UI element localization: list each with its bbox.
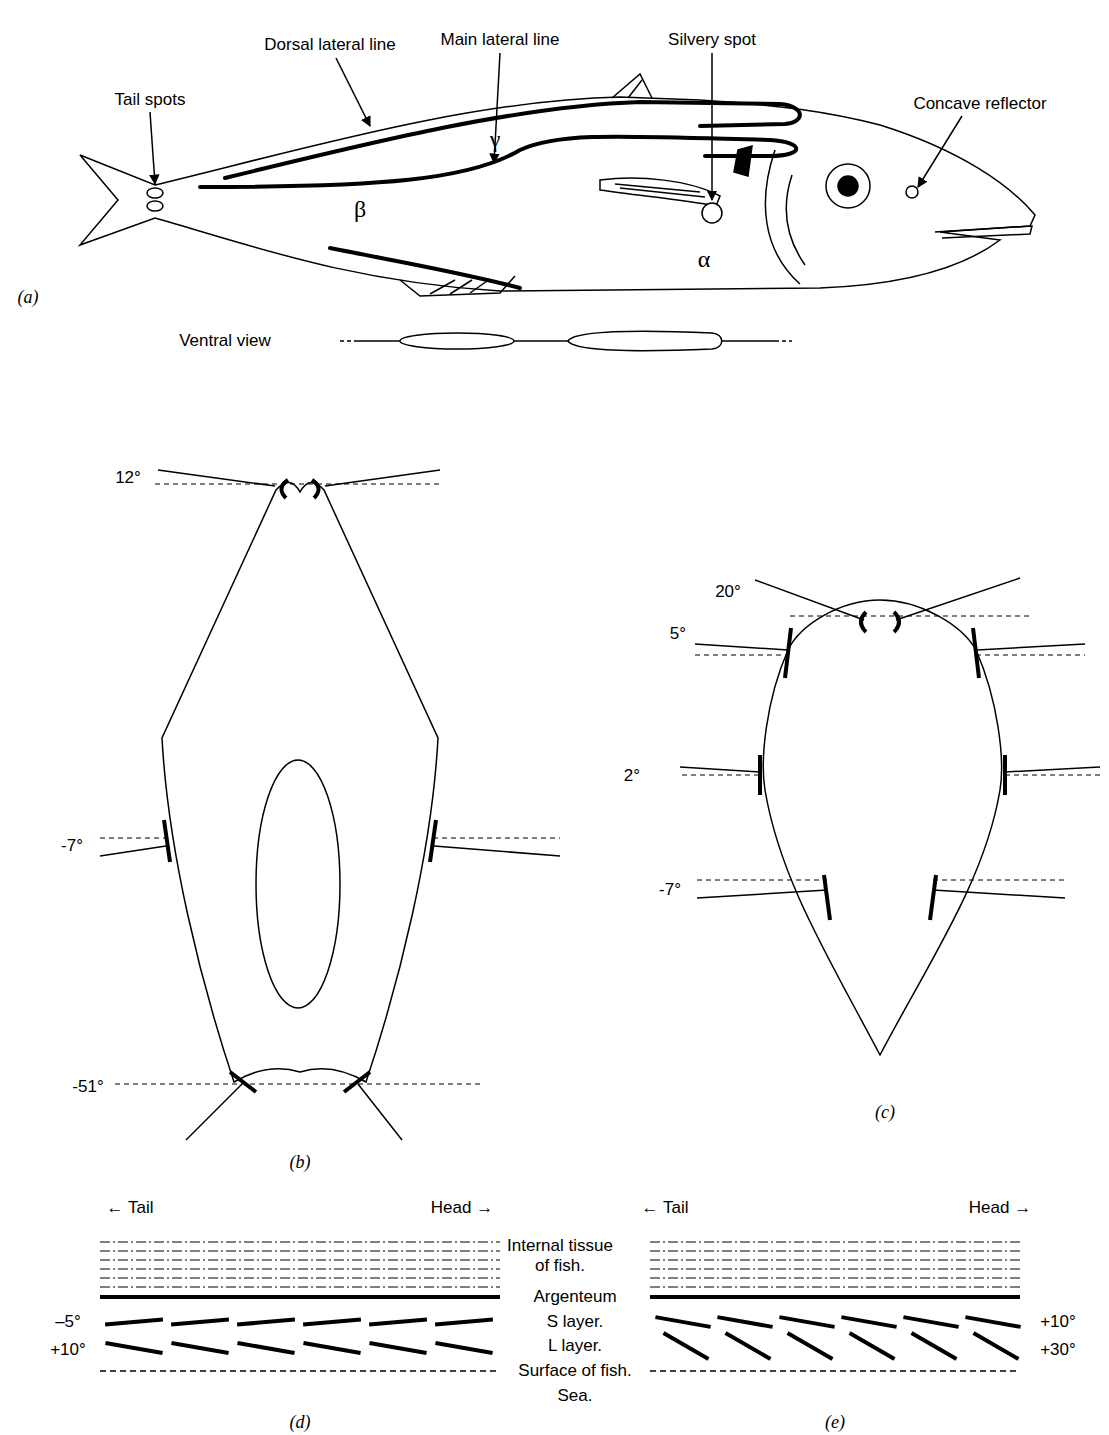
platelet [171,1343,228,1353]
angle-label: +10° [1040,1312,1076,1332]
platelet [655,1317,710,1327]
platelet [369,1319,427,1324]
cross-section-c [680,578,1100,1055]
view-label: Ventral view [179,331,271,351]
layer-label: Sea. [558,1386,593,1406]
platelet [849,1333,894,1359]
panel-label: (d) [290,1412,311,1433]
direction-label: ← Tail [642,1198,689,1218]
tissue-line [650,1269,1020,1270]
platelet [105,1343,162,1353]
direction-label: ← Tail [107,1198,154,1218]
tissue-line [650,1278,1020,1279]
layer-label: Argenteum [533,1287,616,1307]
tissue-line [100,1269,500,1270]
ventral-view [340,331,792,350]
angle-label: 20° [715,582,741,602]
angle-label: -7° [659,880,681,900]
layer-label: Internal tissue of fish. [501,1236,619,1275]
part-label: Silvery spot [668,30,756,50]
tissue-line [100,1242,500,1243]
panel-label: (b) [290,1152,311,1173]
line-symbol: γ [490,126,501,154]
tissue-line [100,1251,500,1252]
angle-label: 2° [624,766,640,786]
platelet [369,1343,426,1353]
angle-label: 5° [670,624,686,644]
tissue-line [650,1287,1020,1288]
angle-label: -7° [61,836,83,856]
part-label: Main lateral line [440,30,559,50]
direction-label: Head → [969,1198,1031,1218]
platelet [663,1333,708,1359]
angle-label: +30° [1040,1340,1076,1360]
platelet [303,1343,360,1353]
platelet [903,1317,958,1327]
angle-label: 12° [115,468,141,488]
tissue-line [650,1260,1020,1261]
angle-label: –5° [55,1312,81,1332]
part-label: Concave reflector [913,94,1046,114]
platelet [787,1333,832,1359]
angle-label: +10° [50,1340,86,1360]
platelet [725,1333,770,1359]
angle-label: -51° [72,1077,103,1097]
part-label: Tail spots [115,90,186,110]
platelet [779,1317,834,1327]
tissue-line [100,1287,500,1288]
tissue-line [100,1278,500,1279]
panel-label: (e) [825,1412,845,1433]
spot-symbol: α [698,246,711,274]
line-symbol: β [354,196,366,224]
platelet [965,1317,1020,1327]
platelet [303,1319,361,1324]
lateral-lines [200,102,800,288]
platelet [237,1319,295,1324]
direction-label: Head → [431,1198,493,1218]
tissue-line [100,1260,500,1261]
tissue-line [650,1251,1020,1252]
platelet [171,1319,229,1324]
platelet [435,1343,492,1353]
platelet [841,1317,896,1327]
platelet [973,1333,1018,1359]
layer-label: S layer. [547,1312,604,1332]
platelet [435,1319,493,1324]
tissue-line [650,1242,1020,1243]
part-label: Dorsal lateral line [264,35,395,55]
cross-section-b [100,470,560,1140]
layer-label: Surface of fish. [518,1361,631,1381]
layer-label: L layer. [548,1336,602,1356]
leader-lines [150,53,962,200]
panel-label: (c) [875,1102,895,1123]
fish-drawing [80,74,1035,296]
panel-label: (a) [18,287,39,308]
platelet [717,1317,772,1327]
platelet [237,1343,294,1353]
platelet [105,1319,163,1324]
platelet [911,1333,956,1359]
